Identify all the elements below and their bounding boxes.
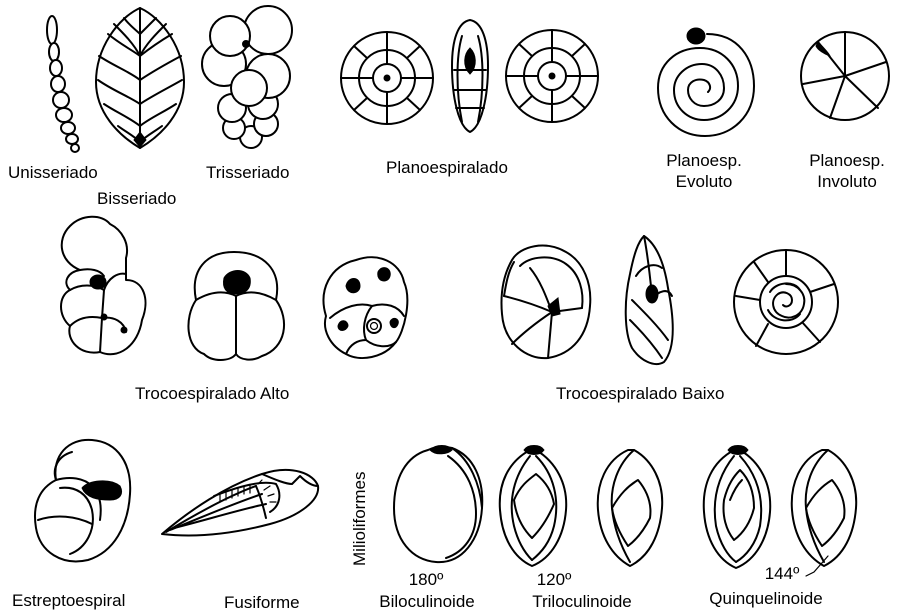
- angle-120-label: 120º: [537, 570, 572, 590]
- planoesp-involuto-drawing: [801, 32, 889, 120]
- planoespiralado-left-drawing: [341, 32, 433, 124]
- fusiforme-drawing: [162, 470, 318, 536]
- unisseriado-label: Unisseriado: [8, 163, 98, 183]
- quinquelinoide-label: Quinquelinoide: [709, 589, 822, 609]
- trisseriado-drawing: [202, 6, 292, 148]
- trocoespiralado-alto-view1-drawing: [61, 217, 145, 355]
- quinquelinoide-view1-drawing: [704, 446, 770, 569]
- triloculinoide-label: Triloculinoide: [532, 592, 632, 612]
- trocoespiralado-baixo-view1-drawing: [501, 246, 590, 359]
- planoespiralado-edge-drawing: [452, 20, 488, 132]
- triloculinoide-view1-drawing: [500, 446, 566, 567]
- planoesp-evoluto-label-line1: Planoesp.: [666, 151, 742, 171]
- triloculinoide-view2-drawing: [598, 450, 662, 566]
- trocoespiralado-baixo-view3-drawing: [734, 250, 838, 354]
- bisseriado-label: Bisseriado: [97, 189, 176, 209]
- planoesp-involuto-label-line2: Involuto: [817, 172, 877, 192]
- trocoespiralado-alto-view2-drawing: [188, 252, 284, 360]
- quinquelinoide-view2-drawing: [792, 450, 856, 576]
- planoesp-evoluto-drawing: [658, 28, 754, 136]
- trocoespiralado-baixo-view2-drawing: [626, 236, 673, 364]
- milioliformes-label: Milioliformes: [350, 472, 370, 566]
- planoespiralado-right-drawing: [506, 30, 598, 122]
- angle-144-label: 144º: [765, 564, 800, 584]
- planoesp-evoluto-label-line2: Evoluto: [676, 172, 733, 192]
- biloculinoide-label: Biloculinoide: [379, 592, 474, 612]
- estreptoespiral-label: Estreptoespiral: [12, 591, 125, 611]
- fusiforme-label: Fusiforme: [224, 593, 300, 613]
- trocoespiralado-baixo-label: Trocoespiralado Baixo: [556, 384, 725, 404]
- angle-180-label: 180º: [409, 570, 444, 590]
- trisseriado-label: Trisseriado: [206, 163, 289, 183]
- planoesp-involuto-label-line1: Planoesp.: [809, 151, 885, 171]
- biloculinoide-drawing: [394, 446, 482, 563]
- trocoespiralado-alto-view3-drawing: [324, 257, 408, 358]
- unisseriado-drawing: [47, 16, 79, 152]
- trocoespiralado-alto-label: Trocoespiralado Alto: [135, 384, 289, 404]
- estreptoespiral-drawing: [35, 440, 130, 562]
- bisseriado-drawing: [96, 8, 184, 148]
- planoespiralado-label: Planoespiralado: [386, 158, 508, 178]
